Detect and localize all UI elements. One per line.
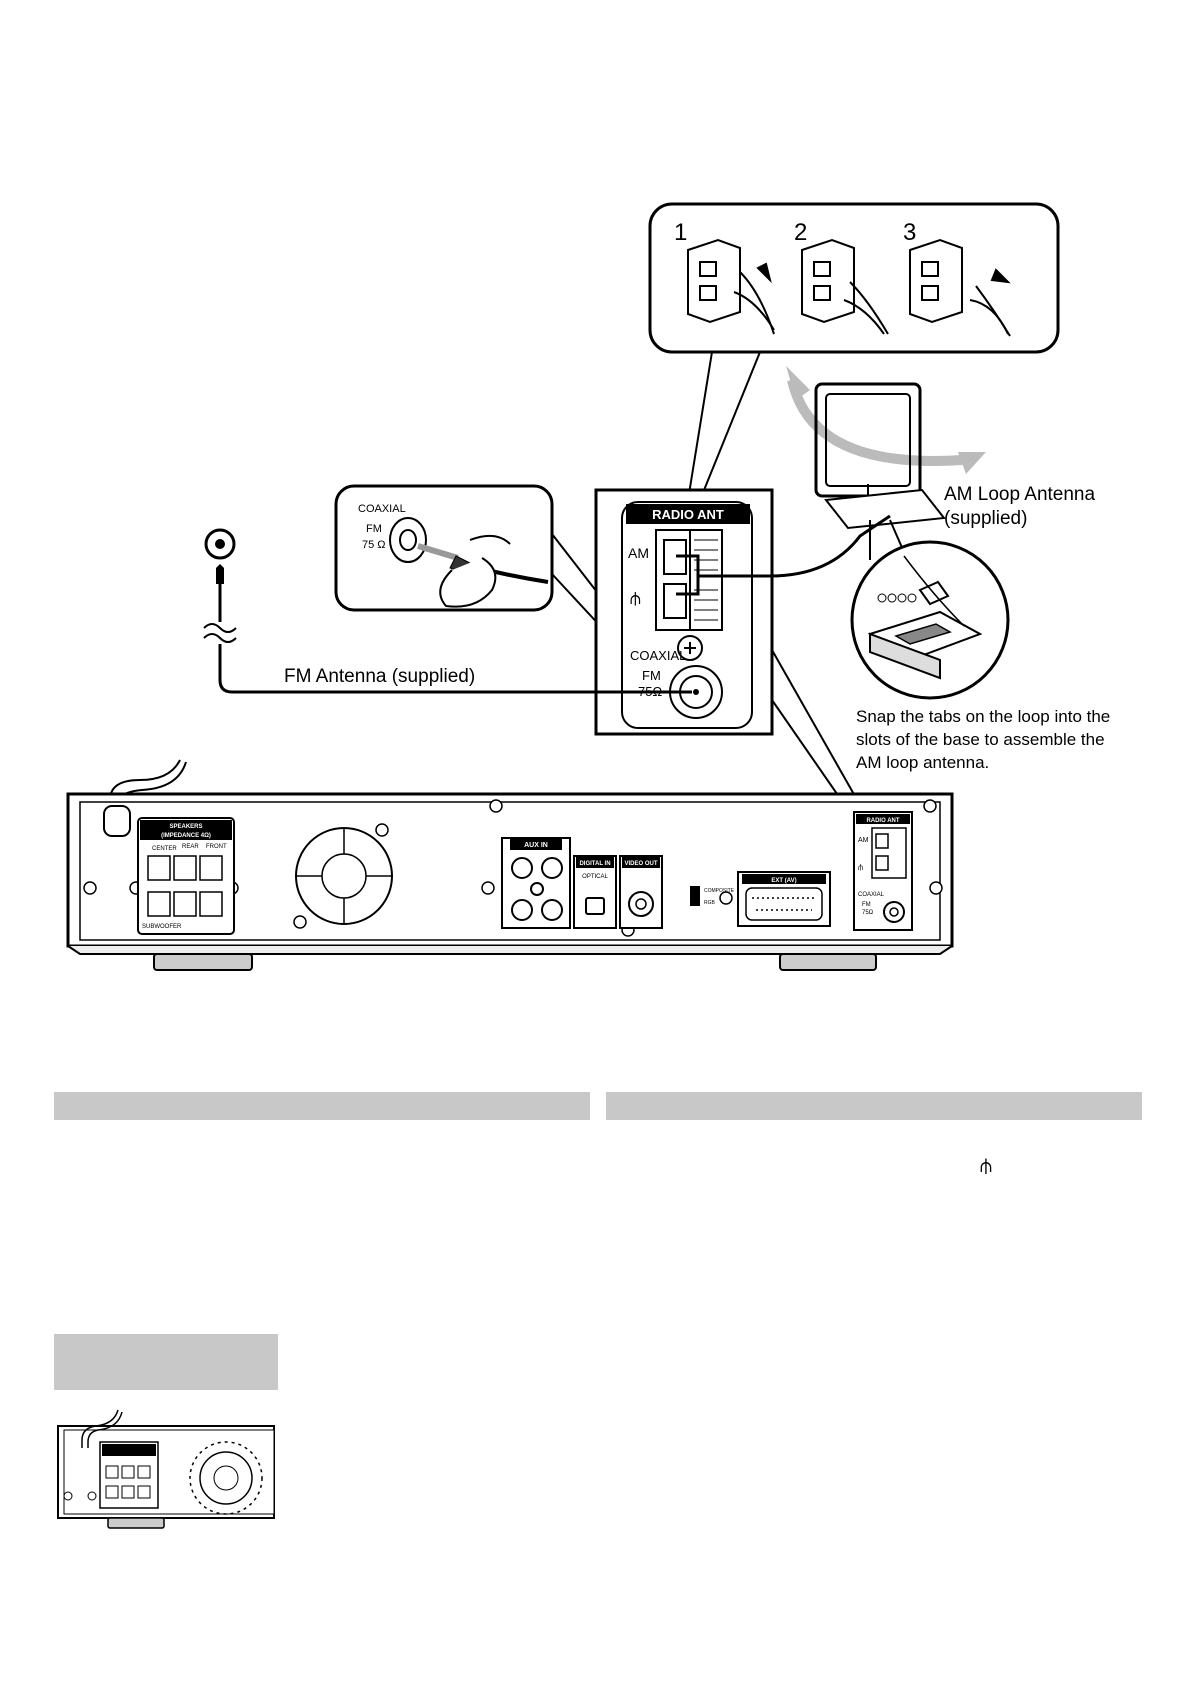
step-3-label: 3 bbox=[903, 219, 916, 246]
svg-text:RGB: RGB bbox=[704, 900, 716, 906]
snap-instruction-line3: AM loop antenna. bbox=[856, 753, 989, 772]
right-section-header-bar bbox=[606, 1092, 1142, 1120]
rear-panel: SPEAKERS (IMPEDANCE 4Ω) CENTER REAR FRON… bbox=[66, 759, 954, 971]
step-1-label: 1 bbox=[674, 219, 687, 246]
svg-text:FM: FM bbox=[366, 523, 382, 535]
terminal-steps-detail: 1 2 3 bbox=[648, 202, 1060, 501]
small-header-box bbox=[54, 1334, 278, 1390]
radio-ant-title: RADIO ANT bbox=[652, 507, 724, 522]
svg-text:SUBWOOFER: SUBWOOFER bbox=[142, 924, 182, 930]
svg-text:CENTER: CENTER bbox=[152, 846, 177, 852]
loop-base-detail bbox=[850, 519, 1010, 700]
terminal-clip-icon bbox=[801, 238, 889, 335]
svg-text:EXT (AV): EXT (AV) bbox=[771, 878, 796, 884]
am-loop-antenna bbox=[786, 366, 986, 530]
svg-text:AUX IN: AUX IN bbox=[524, 842, 548, 849]
svg-text:COMPOSITE: COMPOSITE bbox=[704, 888, 735, 894]
step-2-label: 2 bbox=[794, 219, 807, 246]
svg-text:COAXIAL: COAXIAL bbox=[858, 892, 885, 898]
ground-icon: ⫛ bbox=[630, 588, 641, 609]
am-loop-antenna-label: AM Loop Antenna bbox=[944, 484, 1095, 505]
am-loop-antenna-supplied: (supplied) bbox=[944, 508, 1027, 529]
svg-text:⫛: ⫛ bbox=[858, 863, 864, 873]
svg-text:(IMPEDANCE 4Ω): (IMPEDANCE 4Ω) bbox=[161, 833, 211, 839]
ground-symbol-text: ⫛ bbox=[980, 1153, 992, 1177]
terminal-clip-icon bbox=[687, 238, 775, 335]
terminal-clip-icon bbox=[909, 238, 1011, 337]
svg-text:75 Ω: 75 Ω bbox=[362, 539, 386, 551]
svg-text:DIGITAL IN: DIGITAL IN bbox=[579, 861, 610, 867]
svg-text:VIDEO OUT: VIDEO OUT bbox=[624, 861, 657, 867]
svg-text:RADIO ANT: RADIO ANT bbox=[866, 818, 899, 824]
snap-instruction-line1: Snap the tabs on the loop into the bbox=[856, 707, 1110, 726]
svg-text:FRONT: FRONT bbox=[206, 844, 227, 850]
panel-am-label: AM bbox=[628, 545, 649, 561]
fm-antenna-label: FM Antenna (supplied) bbox=[284, 666, 475, 687]
svg-text:OPTICAL: OPTICAL bbox=[582, 874, 608, 880]
fm-antenna-wire bbox=[203, 528, 692, 694]
snap-instruction-line2: slots of the base to assemble the bbox=[856, 730, 1105, 749]
svg-text:AM: AM bbox=[858, 837, 869, 844]
panel-coaxial-label: COAXIAL bbox=[630, 648, 686, 663]
svg-text:SPEAKERS: SPEAKERS bbox=[169, 824, 202, 830]
panel-fm-label: FM bbox=[642, 668, 661, 683]
left-section-header-bar bbox=[54, 1092, 590, 1120]
coaxial-plug-detail: COAXIAL FM 75 Ω bbox=[334, 484, 554, 612]
svg-text:FM: FM bbox=[862, 902, 871, 908]
svg-text:75Ω: 75Ω bbox=[862, 910, 874, 916]
rear-panel-thumbnail bbox=[57, 1409, 275, 1529]
svg-text:COAXIAL: COAXIAL bbox=[358, 503, 406, 515]
svg-text:REAR: REAR bbox=[182, 844, 199, 850]
